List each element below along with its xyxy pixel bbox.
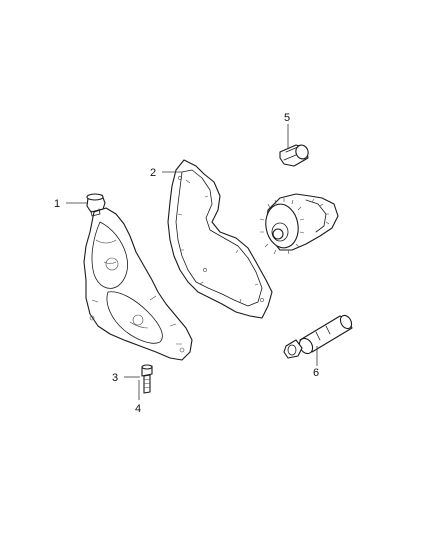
callout-4: 4 [135,403,141,415]
callout-2: 2 [150,167,156,179]
gasket [167,159,273,319]
callout-6: 6 [313,367,319,379]
breather-cap [86,193,106,217]
callout-5: 5 [284,112,290,124]
bolt [141,364,153,394]
callout-1: 1 [54,198,60,210]
callout-3: 3 [112,372,118,384]
plug [279,144,309,167]
bushing [283,339,303,359]
shaft [298,314,353,355]
gear-assembly [259,193,339,255]
timing-cover [83,207,193,361]
